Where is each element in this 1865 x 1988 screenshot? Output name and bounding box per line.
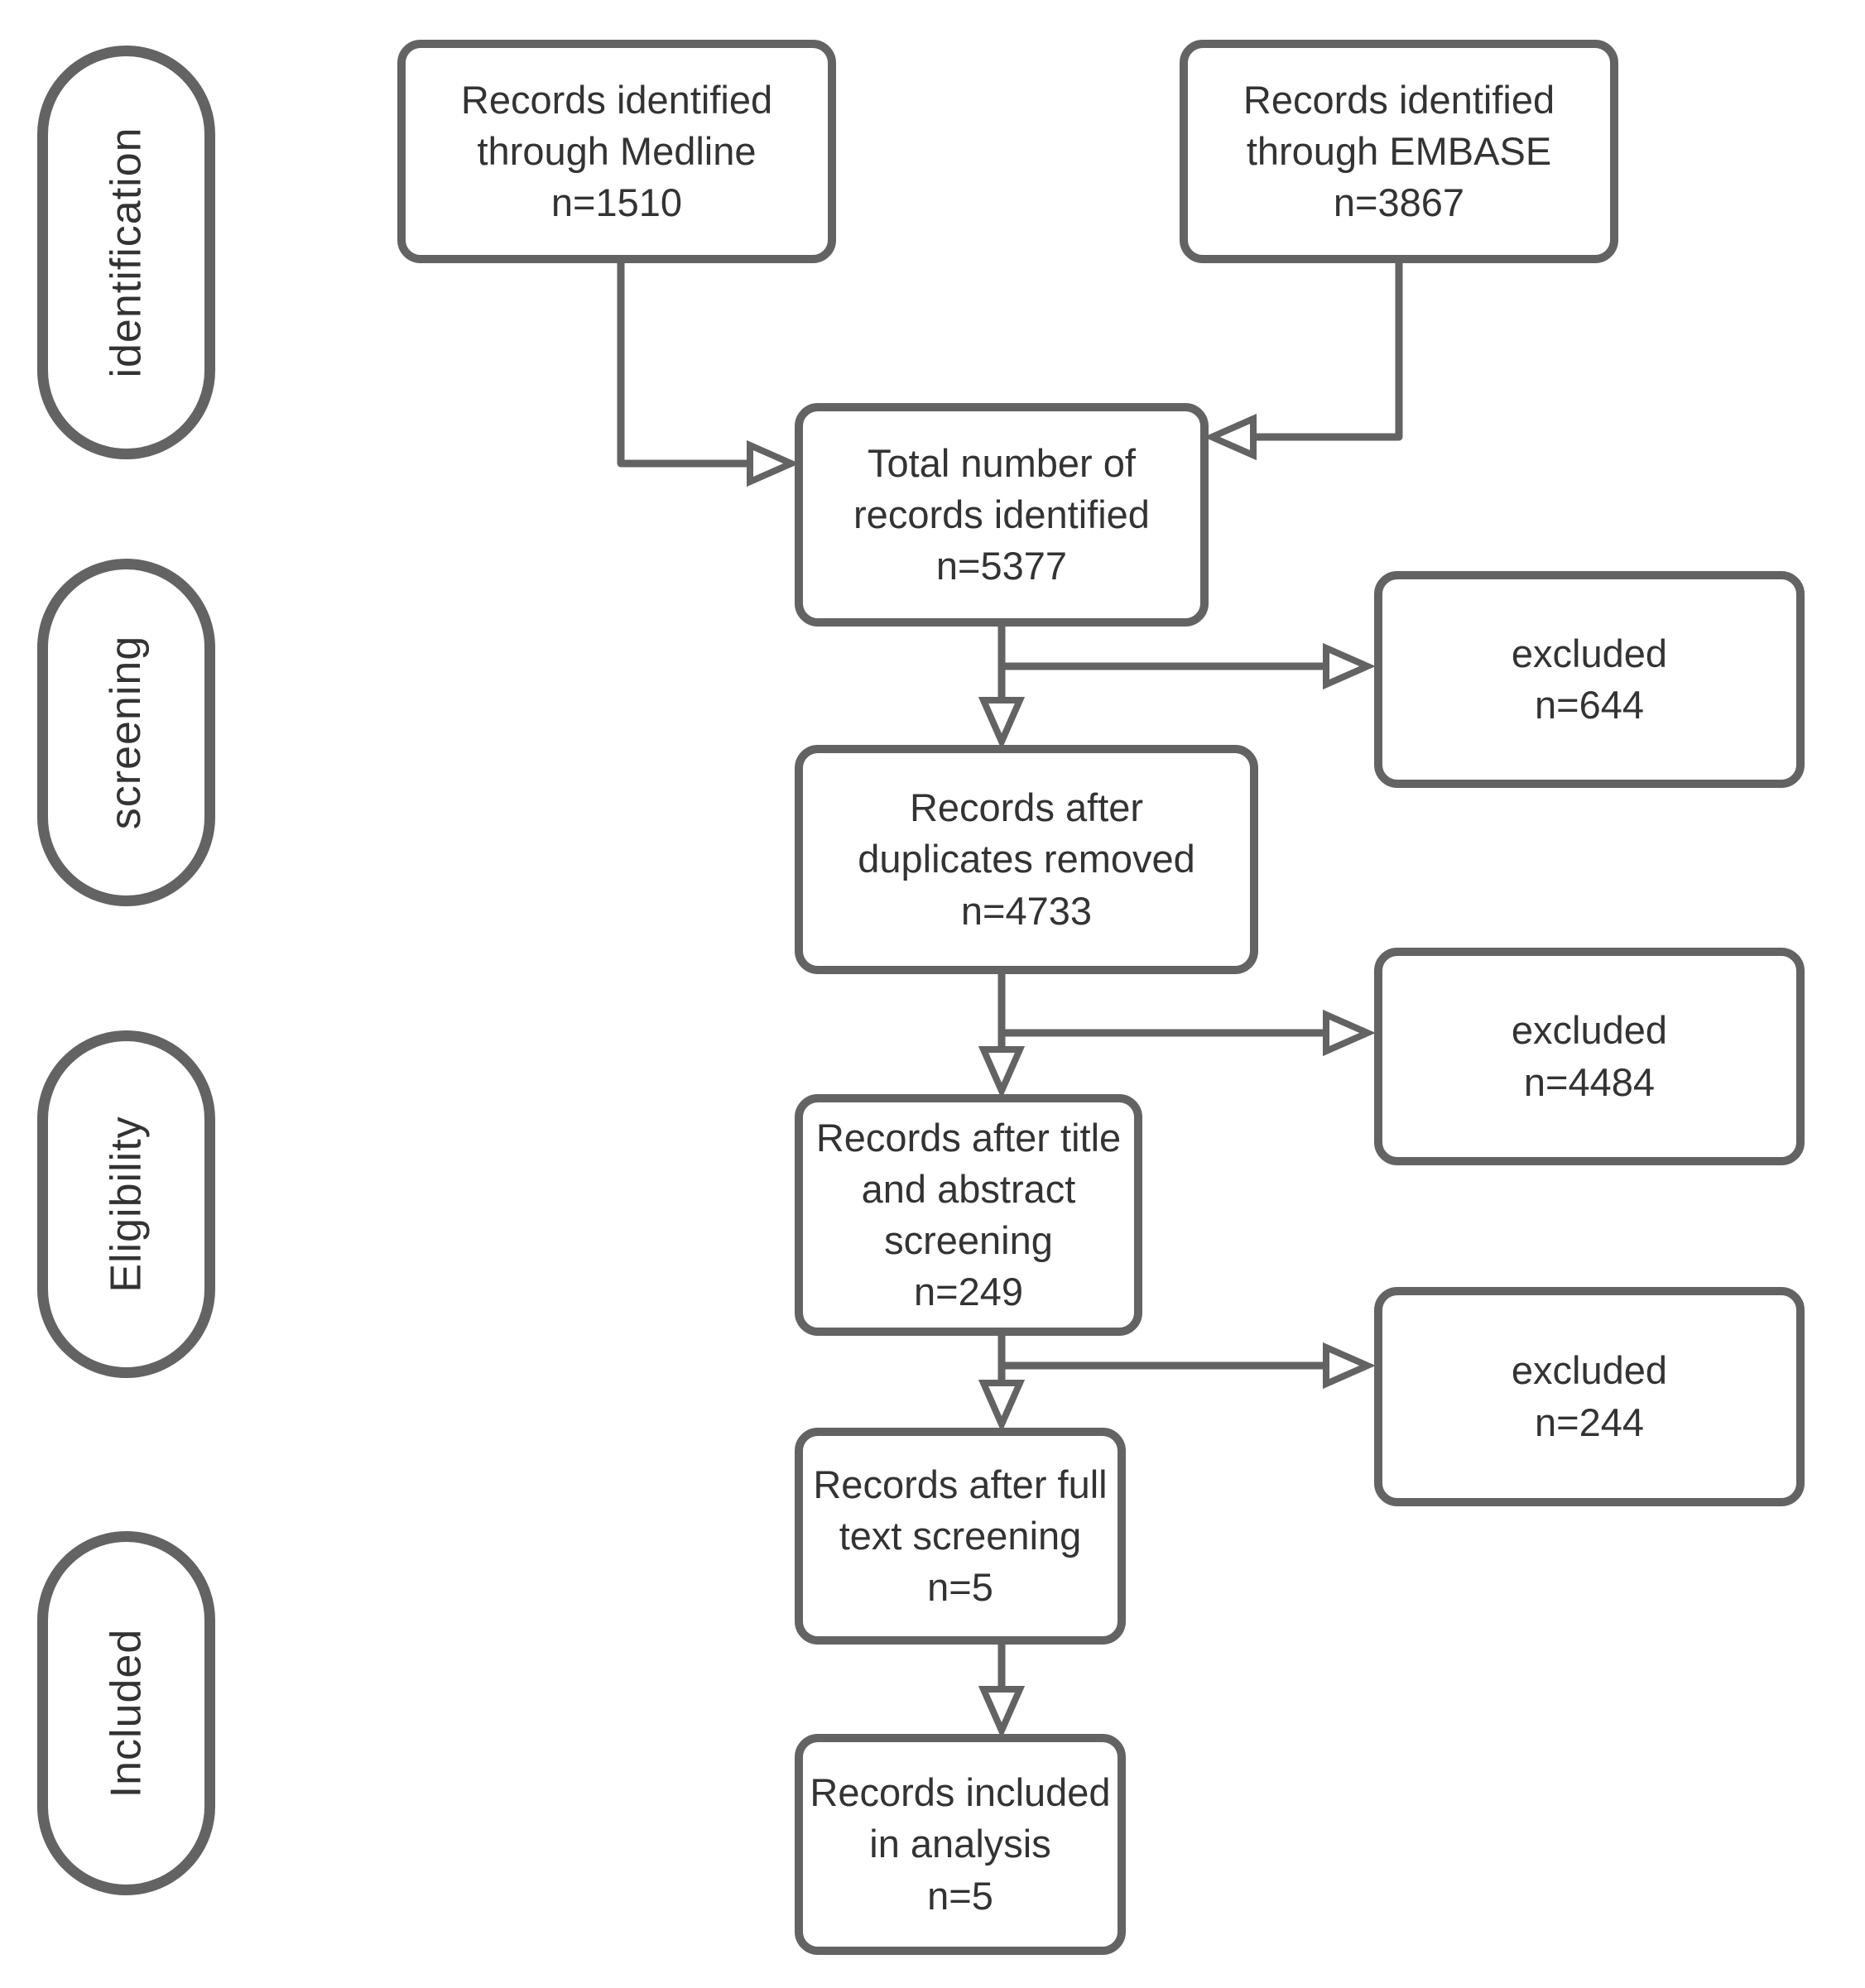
node-count: n=244 — [1534, 1400, 1644, 1444]
arrowhead-right-icon — [1323, 1009, 1376, 1057]
node-text-line: Records after — [909, 785, 1144, 830]
node-text-line: Total number of — [868, 440, 1136, 485]
node-excluded-644: excluded n=644 — [1374, 571, 1805, 788]
node-text-line: excluded — [1511, 631, 1668, 675]
node-title-abstract-screening: Records after title and abstract screeni… — [795, 1094, 1142, 1336]
node-count: n=5377 — [935, 544, 1068, 588]
node-excluded-244: excluded n=244 — [1374, 1287, 1805, 1506]
node-text-line: Records identified — [460, 77, 773, 122]
stage-eligibility: Eligibility — [37, 1030, 215, 1378]
stage-label-screening: screening — [102, 635, 151, 830]
node-count: n=4733 — [960, 888, 1093, 933]
arrowhead-left-icon — [1204, 413, 1257, 461]
node-text-line: through EMBASE — [1246, 128, 1552, 173]
arrowhead-down-icon — [978, 697, 1026, 750]
arrow-embase-to-total — [1253, 263, 1403, 441]
stage-included: Included — [37, 1531, 215, 1895]
node-text-line: and abstract — [861, 1166, 1076, 1211]
stage-label-eligibility: Eligibility — [102, 1116, 151, 1293]
node-text-line: excluded — [1511, 1348, 1668, 1393]
node-text-line: Records after title — [815, 1115, 1122, 1160]
stage-identification: identification — [37, 46, 215, 459]
node-text-line: Records included — [810, 1770, 1111, 1815]
node-count: n=5 — [927, 1565, 993, 1610]
arrowhead-right-icon — [1323, 642, 1376, 690]
node-excluded-4484: excluded n=4484 — [1374, 948, 1805, 1165]
arrow-medline-to-total — [617, 263, 750, 468]
node-text-line: excluded — [1511, 1008, 1668, 1053]
stage-screening: screening — [37, 559, 215, 906]
node-count: n=249 — [913, 1270, 1023, 1314]
node-count: n=1510 — [550, 180, 683, 225]
arrowhead-right-icon — [747, 439, 800, 487]
node-text-line: duplicates removed — [858, 837, 1195, 881]
node-included-in-analysis: Records included in analysis n=5 — [795, 1734, 1126, 1955]
node-text-line: Records after full — [813, 1462, 1108, 1506]
node-count: n=644 — [1534, 683, 1644, 727]
arrowhead-down-icon — [978, 1046, 1026, 1099]
stage-label-included: Included — [102, 1628, 151, 1798]
node-records-medline: Records identified through Medline n=151… — [397, 40, 836, 263]
node-full-text-screening: Records after full text screening n=5 — [795, 1428, 1126, 1645]
node-text-line: Records identified — [1243, 77, 1555, 122]
node-duplicates-removed: Records after duplicates removed n=4733 — [795, 745, 1258, 974]
node-text-line: through Medline — [477, 128, 757, 173]
node-total-records: Total number of records identified n=537… — [795, 403, 1209, 627]
arrowhead-down-icon — [978, 1686, 1026, 1739]
node-text-line: text screening — [839, 1513, 1082, 1558]
stage-label-identification: identification — [102, 127, 151, 378]
node-count: n=5 — [927, 1873, 993, 1918]
node-text-line: in analysis — [869, 1822, 1051, 1866]
node-count: n=4484 — [1523, 1059, 1656, 1104]
node-text-line: screening — [884, 1218, 1053, 1262]
node-count: n=3867 — [1333, 180, 1465, 225]
arrowhead-down-icon — [978, 1380, 1026, 1433]
node-records-embase: Records identified through EMBASE n=3867 — [1180, 40, 1618, 263]
arrowhead-right-icon — [1323, 1342, 1376, 1390]
node-text-line: records identified — [853, 492, 1150, 536]
